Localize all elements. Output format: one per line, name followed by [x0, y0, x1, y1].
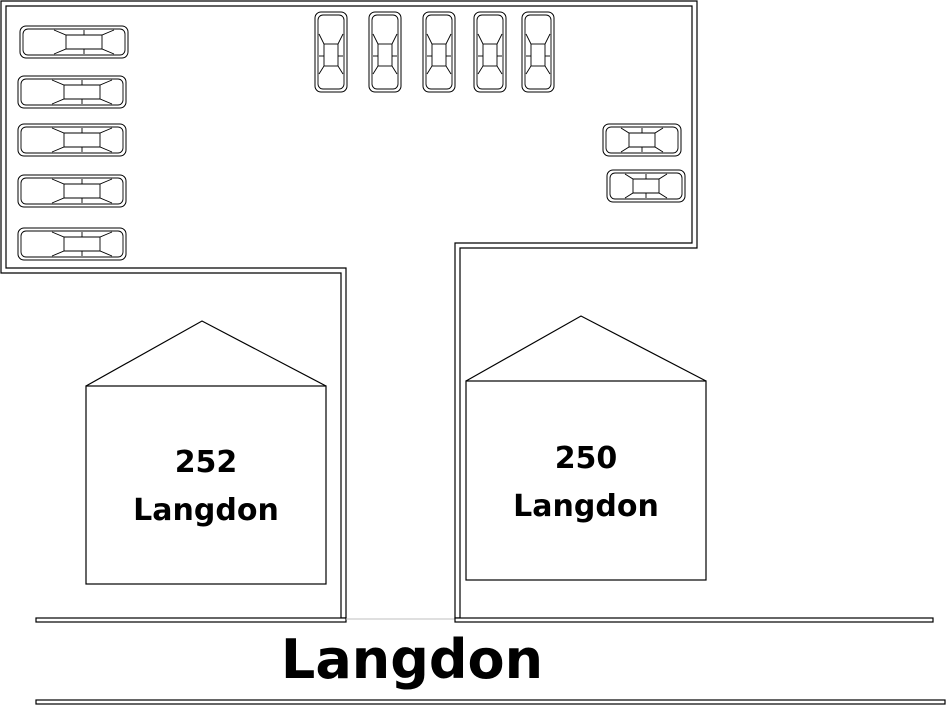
- car-icon: [368, 11, 402, 93]
- street-edge-top-right: [454, 617, 934, 623]
- car-icon: [606, 169, 686, 203]
- car-icon: [314, 11, 348, 93]
- car-icon: [17, 227, 127, 261]
- car-icon: [602, 123, 682, 157]
- house-outline: [465, 380, 707, 581]
- roof-icon: [85, 320, 327, 387]
- car-icon: [521, 11, 555, 93]
- car-icon: [17, 75, 127, 109]
- street: Langdon: [35, 617, 946, 705]
- car-icon: [19, 25, 129, 59]
- street-edge-bottom: [35, 699, 946, 705]
- car-icon: [422, 11, 456, 93]
- street-edge-top-left: [35, 617, 347, 623]
- parking-lot-outline: [0, 0, 698, 619]
- car-icon: [473, 11, 507, 93]
- house-street: Langdon: [513, 489, 659, 524]
- roof-icon: [465, 315, 707, 382]
- house-outline: [85, 385, 327, 585]
- house-street: Langdon: [133, 493, 279, 528]
- street-name: Langdon: [281, 628, 543, 691]
- house-252: 252 Langdon: [85, 320, 327, 585]
- car-icon: [17, 123, 127, 157]
- car-icon: [17, 174, 127, 208]
- house-number: 252: [175, 445, 238, 480]
- house-number: 250: [555, 441, 618, 476]
- house-250: 250 Langdon: [465, 315, 707, 581]
